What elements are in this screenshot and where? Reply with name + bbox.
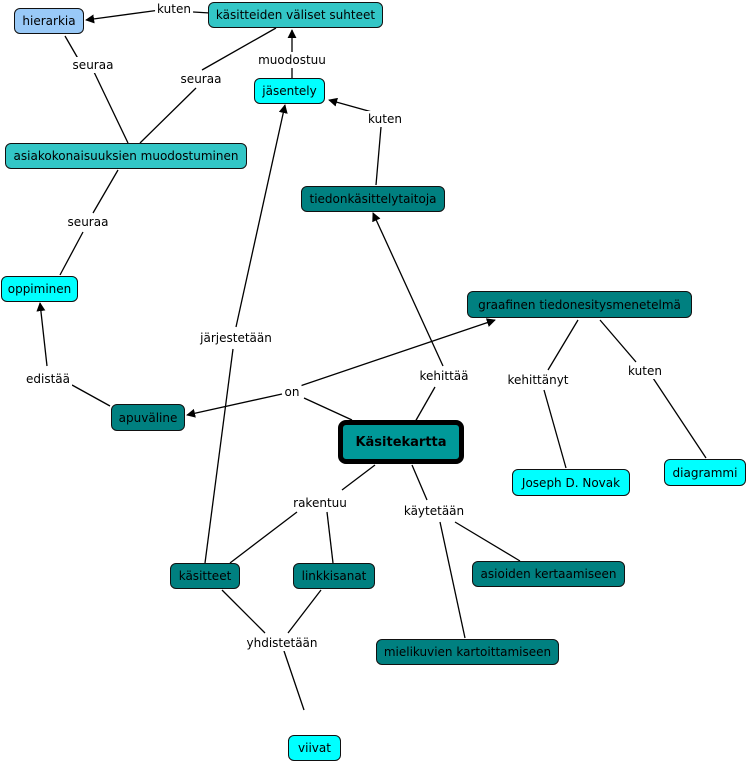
link-line: [283, 650, 305, 711]
node-hierarkia[interactable]: hierarkia: [14, 8, 84, 34]
link-line: [93, 71, 129, 144]
link-label-seuraa-right: seuraa: [178, 71, 224, 87]
link-arrow: [235, 104, 288, 328]
link-line: [204, 348, 234, 564]
node-linkkisanat[interactable]: linkkisanat: [293, 563, 375, 589]
link-label-rakentuu: rakentuu: [291, 495, 349, 511]
link-line: [543, 389, 567, 469]
link-line: [221, 589, 266, 634]
link-label-kehittanyt: kehittänyt: [505, 372, 571, 388]
node-asiakokonaisuuksien-muodostuminen[interactable]: asiakokonaisuuksien muodostuminen: [5, 143, 247, 169]
link-label-kehittaa: kehittää: [417, 368, 471, 384]
link-label-kaytetaan: käytetään: [401, 503, 467, 519]
link-arrow: [186, 393, 283, 418]
link-line: [341, 464, 376, 491]
link-line: [326, 511, 334, 564]
link-line: [411, 464, 428, 501]
link-line: [287, 589, 322, 634]
node-kasitekartta[interactable]: Käsitekartta: [338, 420, 464, 464]
node-kasitteiden-valiset-suhteet[interactable]: käsitteiden väliset suhteet: [208, 2, 383, 28]
link-label-kuten-hierarkia: kuten: [155, 1, 193, 17]
link-label-on: on: [282, 384, 302, 400]
link-arrow: [328, 97, 373, 113]
link-label-jarjestetaan: järjestetään: [198, 330, 274, 346]
node-graafinen-tiedonesitysmenetelma[interactable]: graafinen tiedonesitysmenetelmä: [467, 291, 692, 318]
node-apuvaline[interactable]: apuväline: [111, 404, 185, 431]
link-line: [439, 521, 466, 639]
node-kasitteet[interactable]: käsitteet: [170, 563, 240, 589]
node-asioiden-kertaamiseen[interactable]: asioiden kertaamiseen: [472, 561, 625, 587]
link-line: [375, 126, 382, 186]
node-diagrammi[interactable]: diagrammi: [664, 459, 746, 486]
link-line: [59, 231, 84, 276]
link-label-kuten-diagrammi: kuten: [626, 363, 664, 379]
link-line: [547, 319, 579, 371]
link-arrow: [36, 302, 48, 367]
link-arrow: [299, 318, 496, 387]
link-line: [92, 169, 119, 214]
node-joseph-d-novak[interactable]: Joseph D. Novak: [512, 469, 630, 496]
link-label-seuraa-oppiminen: seuraa: [65, 214, 111, 230]
link-label-kuten-jasentely: kuten: [366, 111, 404, 127]
node-oppiminen[interactable]: oppiminen: [1, 276, 78, 302]
link-line: [229, 511, 298, 564]
link-label-yhdistetaan: yhdistetään: [244, 635, 320, 651]
node-viivat[interactable]: viivat: [288, 735, 341, 761]
link-label-muodostuu: muodostuu: [256, 52, 328, 68]
link-arrow: [372, 212, 444, 367]
link-line: [414, 386, 436, 423]
link-line: [303, 397, 353, 421]
link-label-seuraa-left: seuraa: [70, 57, 116, 73]
link-line: [454, 521, 521, 562]
link-line: [652, 377, 707, 459]
link-arrow: [85, 9, 161, 24]
link-line: [71, 384, 111, 407]
node-mielikuvien-kartoittamiseen[interactable]: mielikuvien kartoittamiseen: [376, 639, 559, 665]
link-line: [599, 319, 637, 363]
link-label-edistaa: edistää: [24, 371, 72, 387]
node-tiedonkasittelytaitoja[interactable]: tiedonkäsittelytaitoja: [301, 186, 445, 212]
node-jasentely[interactable]: jäsentely: [254, 78, 325, 104]
link-line: [201, 27, 277, 71]
link-line: [139, 87, 197, 144]
